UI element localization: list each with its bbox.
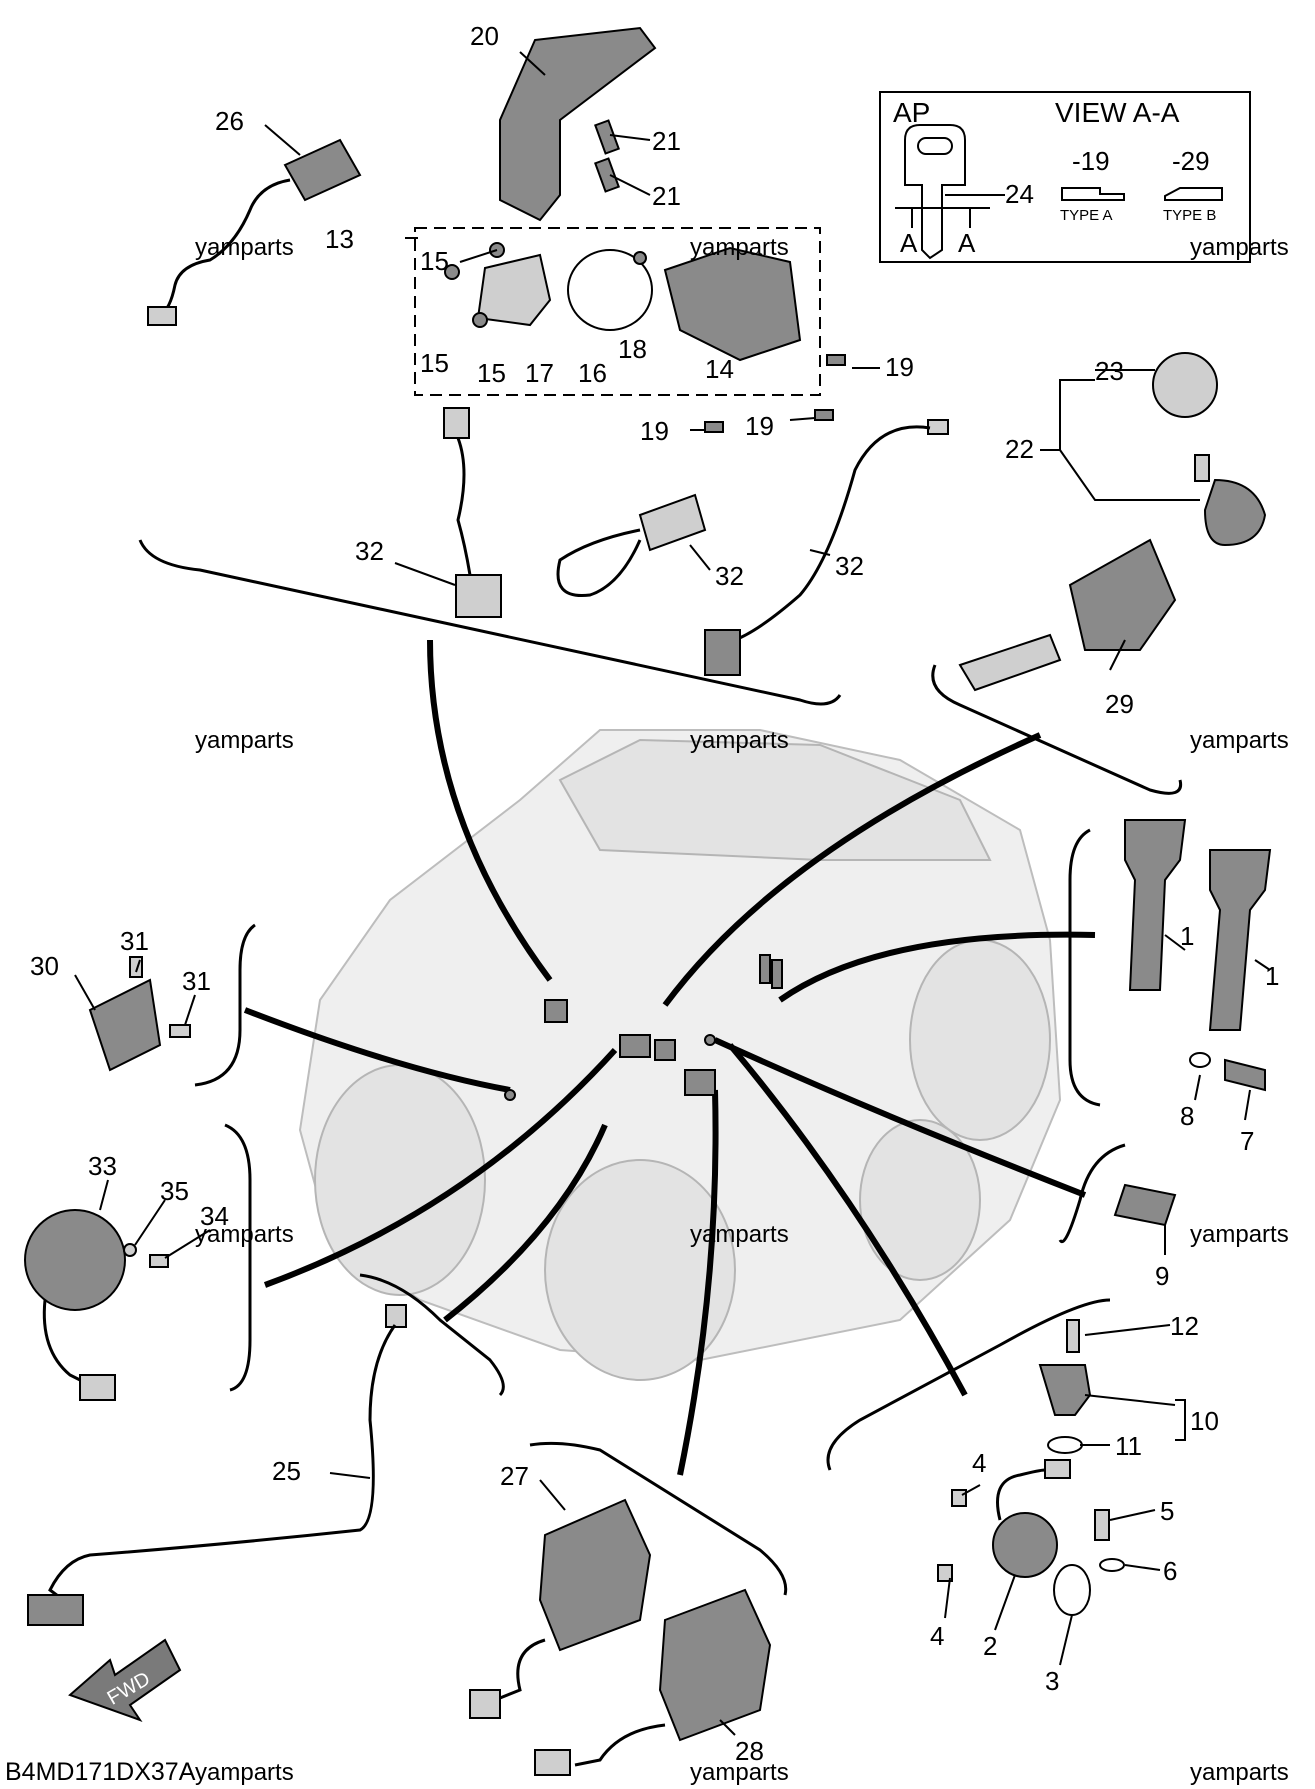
callout-24: 24 [1005, 179, 1034, 209]
callout-31-right: 31 [182, 966, 211, 996]
parts-30-31 [88, 956, 191, 1072]
leader-lines [74, 51, 1271, 1736]
section-letter-left: A [900, 228, 918, 258]
type-b-code: -29 [1172, 146, 1210, 176]
callout-33: 33 [88, 1151, 117, 1181]
callout-29: 29 [1105, 689, 1134, 719]
fwd-arrow: FWD [68, 1638, 182, 1722]
vehicle-silhouette [298, 729, 1062, 1381]
callout-35: 35 [160, 1176, 189, 1206]
callout-12: 12 [1170, 1311, 1199, 1341]
callout-30: 30 [30, 951, 59, 981]
callout-15-left: 15 [420, 348, 449, 378]
type-a-label: TYPE A [1060, 207, 1113, 224]
parts-27-28 [469, 1498, 772, 1776]
callout-15-top: 15 [420, 246, 449, 276]
callout-11: 11 [1115, 1431, 1142, 1461]
diagram-code: B4MD171DX37A [5, 1758, 196, 1786]
callout-16: 16 [578, 358, 607, 388]
part-25 [27, 1304, 407, 1626]
watermark: yamparts [1190, 234, 1289, 261]
view-box: AP VIEW A-A -19 -29 TYPE A TYPE B A A [879, 91, 1251, 263]
watermark: yamparts [195, 1759, 294, 1786]
key-icon [904, 124, 966, 260]
callout-17: 17 [525, 358, 554, 388]
callout-26: 26 [215, 106, 244, 136]
callout-3: 3 [1045, 1666, 1059, 1696]
callout-13: 13 [325, 224, 354, 254]
part-26 [147, 138, 362, 326]
callout-32-left: 32 [355, 536, 384, 566]
callout-6: 6 [1163, 1556, 1177, 1586]
harness-spokes [243, 639, 1096, 1476]
type-a-symbol [1061, 187, 1125, 201]
callout-21-top: 21 [652, 126, 681, 156]
view-title: VIEW A-A [1055, 97, 1180, 128]
callout-1-left: 1 [1180, 921, 1194, 951]
parts-10-11-12 [1038, 1319, 1092, 1454]
ap-label: AP [893, 97, 930, 128]
parts-2-6 [937, 1459, 1125, 1616]
callout-34: 34 [200, 1201, 229, 1231]
callout-8: 8 [1180, 1101, 1194, 1131]
watermark: yamparts [690, 727, 789, 754]
throttle-assembly [414, 227, 846, 433]
callout-2: 2 [983, 1631, 997, 1661]
callout-5: 5 [1160, 1496, 1174, 1526]
part-29 [958, 538, 1177, 692]
callout-14: 14 [705, 354, 734, 384]
callout-4-bottom: 4 [930, 1621, 944, 1651]
callout-27: 27 [500, 1461, 529, 1491]
callout-28: 28 [735, 1736, 764, 1766]
callout-1-right: 1 [1265, 961, 1279, 991]
callout-32-mid: 32 [715, 561, 744, 591]
watermark: yamparts [690, 1759, 789, 1786]
callout-15-right: 15 [477, 358, 506, 388]
watermark: yamparts [1190, 1221, 1289, 1248]
callout-22: 22 [1005, 434, 1034, 464]
callout-32-right: 32 [835, 551, 864, 581]
watermark: yamparts [195, 1221, 294, 1248]
watermarks: yamparts yamparts yamparts yamparts yamp… [195, 234, 1289, 1786]
watermark: yamparts [690, 1221, 789, 1248]
section-letter-right: A [958, 228, 976, 258]
part-1 [1124, 819, 1272, 1031]
callout-numbers: 20 21 21 26 13 15 15 15 17 16 18 14 19 1… [30, 21, 1279, 1766]
group-brackets [138, 539, 1183, 1596]
bracket-20 [499, 26, 657, 222]
callout-21-bottom: 21 [652, 181, 681, 211]
callout-20: 20 [470, 21, 499, 51]
type-a-code: -19 [1072, 146, 1110, 176]
watermark: yamparts [1190, 1759, 1289, 1786]
callout-19-right: 19 [885, 352, 914, 382]
watermark: yamparts [690, 234, 789, 261]
callout-9: 9 [1155, 1261, 1169, 1291]
callout-10: 10 [1190, 1406, 1219, 1436]
type-b-symbol [1164, 187, 1223, 201]
type-b-label: TYPE B [1163, 207, 1216, 224]
callout-31-top: 31 [120, 926, 149, 956]
callout-4-top: 4 [972, 1448, 986, 1478]
callout-7: 7 [1240, 1126, 1254, 1156]
watermark: yamparts [1190, 727, 1289, 754]
callout-19-left: 19 [640, 416, 669, 446]
part-32 [443, 407, 949, 676]
callout-18: 18 [618, 334, 647, 364]
main-switch [1152, 352, 1267, 547]
callout-25: 25 [272, 1456, 301, 1486]
center-parts [504, 954, 783, 1101]
callout-19-mid: 19 [745, 411, 774, 441]
watermark: yamparts [195, 234, 294, 261]
watermark: yamparts [195, 727, 294, 754]
callout-23: 23 [1095, 356, 1124, 386]
parts-33-34-35 [24, 1209, 169, 1401]
